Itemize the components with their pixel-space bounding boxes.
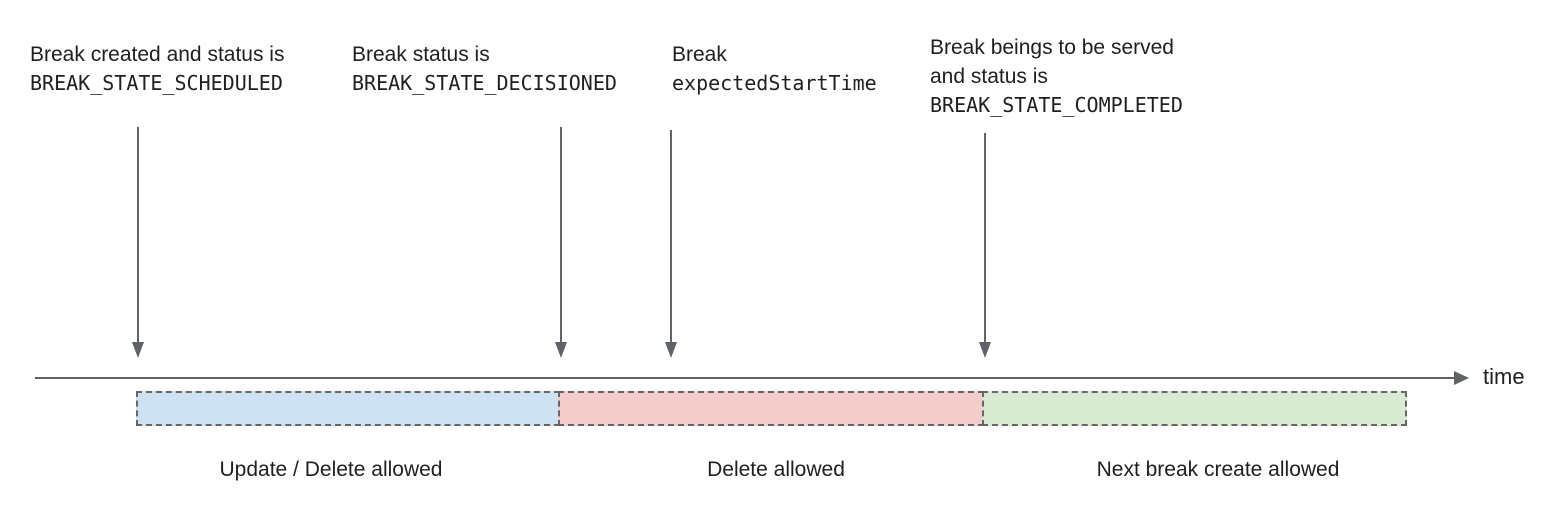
annotation-break-completed: Break beings to be served and status is …	[930, 33, 1183, 120]
annotation-text: and status is	[930, 65, 1048, 88]
arrow-down-icon	[979, 342, 991, 358]
segment-delete-allowed	[558, 391, 984, 426]
annotation-break-decisioned: Break status is BREAK_STATE_DECISIONED	[352, 40, 617, 98]
time-axis-label: time	[1483, 364, 1525, 389]
annotation-state-code: BREAK_STATE_COMPLETED	[930, 93, 1183, 117]
annotation-state-code: BREAK_STATE_DECISIONED	[352, 71, 617, 95]
segment-label-next-break-create-allowed: Next break create allowed	[1096, 458, 1340, 481]
annotation-state-code: expectedStartTime	[672, 71, 877, 95]
annotation-break-scheduled: Break created and status is BREAK_STATE_…	[30, 40, 284, 98]
annotation-state-code: BREAK_STATE_SCHEDULED	[30, 71, 283, 95]
annotation-expected-start-time: Break expectedStartTime	[672, 40, 877, 98]
annotation-text: Break beings to be served	[930, 36, 1174, 59]
annotation-text: Break status is	[352, 43, 490, 66]
annotation-text: Break created and status is	[30, 43, 285, 66]
arrow-shaft	[984, 133, 986, 342]
arrow-down-icon	[555, 342, 567, 358]
arrow-down-icon	[132, 342, 144, 358]
time-axis-line	[35, 377, 1455, 379]
segment-next-break-create-allowed	[982, 391, 1407, 426]
arrow-right-icon	[1454, 371, 1469, 385]
segment-label-update-delete-allowed: Update / Delete allowed	[219, 458, 443, 481]
annotation-text: Break	[672, 43, 727, 66]
arrow-down-icon	[665, 342, 677, 358]
segment-label-delete-allowed: Delete allowed	[707, 458, 845, 481]
arrow-shaft	[560, 127, 562, 342]
segment-update-delete-allowed	[136, 391, 560, 426]
arrow-shaft	[137, 127, 139, 342]
arrow-shaft	[670, 130, 672, 342]
